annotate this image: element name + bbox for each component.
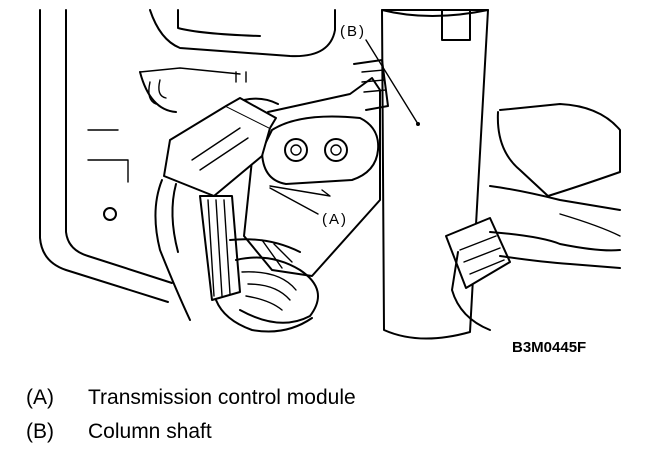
callout-b-pointer [416, 122, 420, 126]
tcm-location-diagram: (B) (A) B3M0445F [39, 9, 621, 356]
legend: (A) Transmission control module (B) Colu… [26, 386, 356, 454]
right-bracket-connector [445, 103, 621, 331]
dash-trim-panel [39, 9, 173, 303]
figure-code: B3M0445F [512, 339, 586, 356]
legend-item: (A) Transmission control module [26, 386, 356, 420]
legend-key: (A) [26, 386, 54, 409]
legend-text: Column shaft [88, 420, 212, 443]
callout-a-leader [269, 187, 319, 215]
column-shaft [381, 9, 489, 340]
legend-text: Transmission control module [88, 386, 356, 409]
callout-b-label: (B) [340, 23, 366, 40]
callout-b-leader [365, 39, 419, 125]
legend-key: (B) [26, 420, 54, 443]
callout-a-label: (A) [322, 211, 348, 228]
upper-dash-structure [139, 9, 336, 113]
legend-item: (B) Column shaft [26, 420, 356, 454]
transmission-control-module [243, 59, 389, 277]
tcm-connector-harness [154, 97, 319, 333]
